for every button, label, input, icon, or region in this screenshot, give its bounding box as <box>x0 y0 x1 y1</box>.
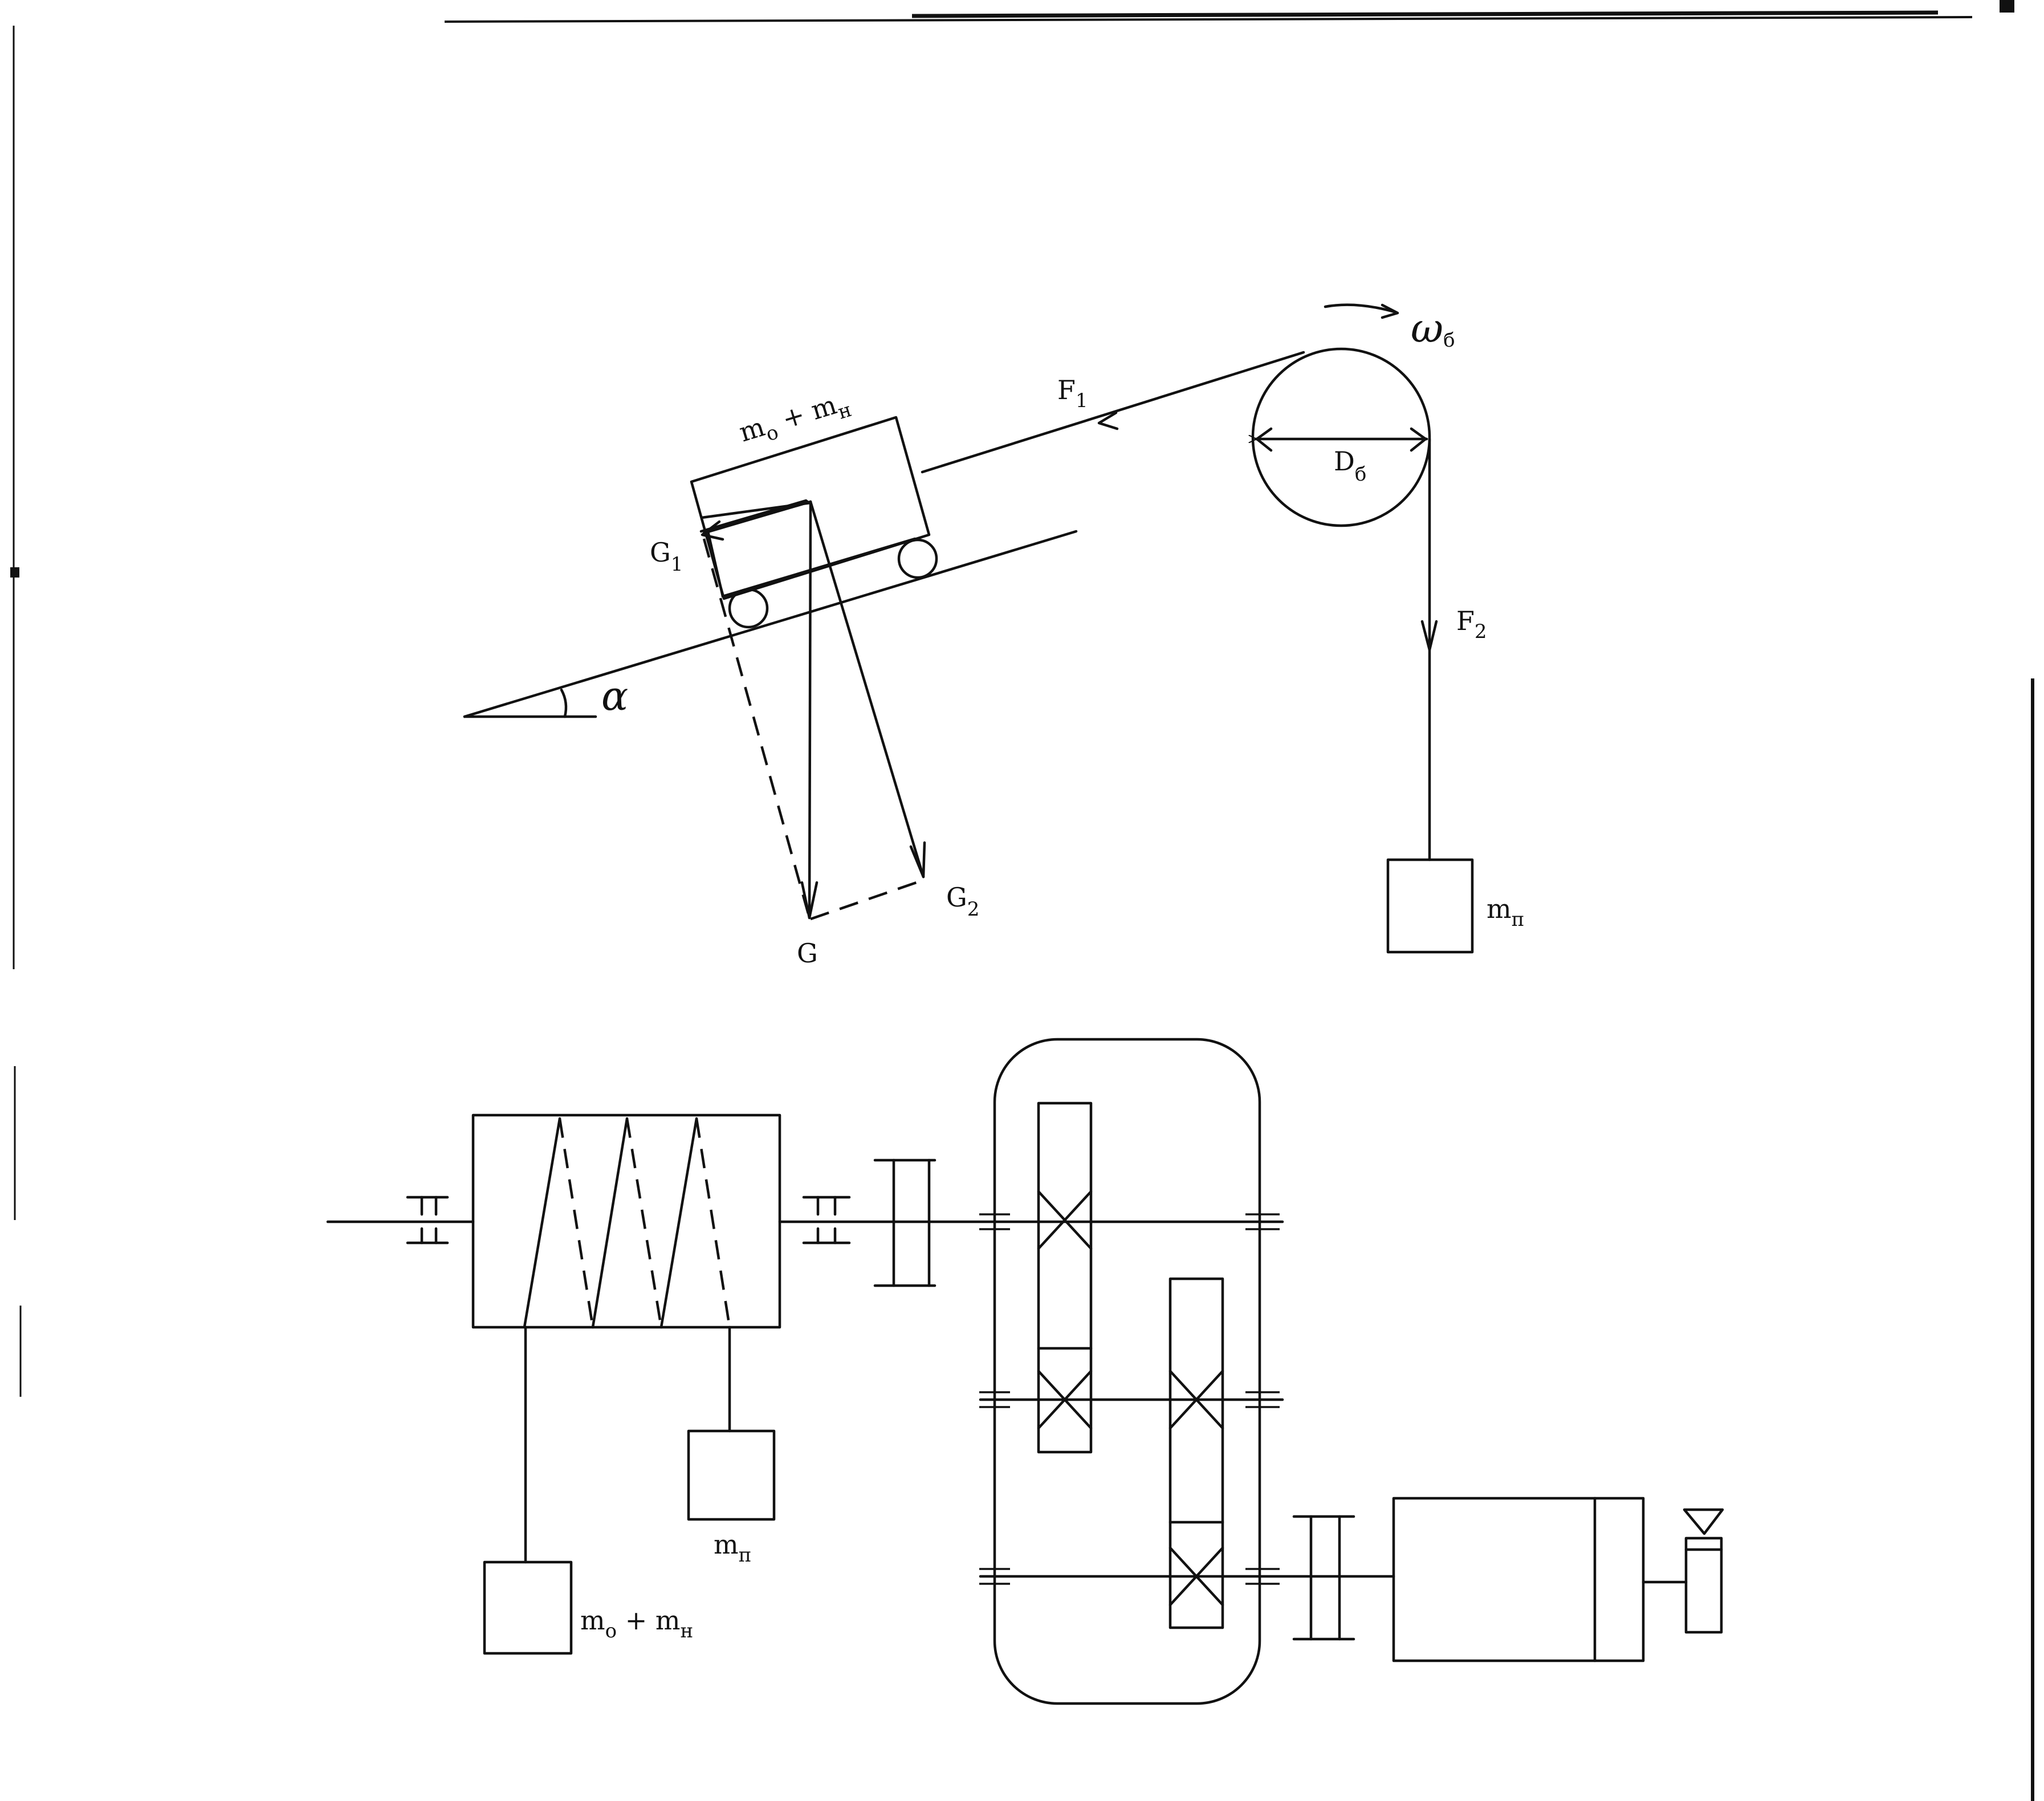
pulley-drum <box>1251 347 1431 527</box>
counterweight-label-bottom: mп <box>714 1529 751 1567</box>
gravity-vector-g <box>808 500 812 920</box>
parallelogram-dash-left <box>702 538 811 918</box>
cart-wheel-front <box>897 538 938 579</box>
cart-mass-label: mo + mн <box>735 385 854 453</box>
f1-arrow-tick <box>1097 411 1119 430</box>
g-label: G <box>797 938 818 969</box>
coupling-right <box>1292 1515 1355 1641</box>
angle-arc <box>560 688 568 718</box>
drum-rope-windings <box>523 1117 731 1329</box>
kinematic-scheme: mп mo + mн <box>326 1038 1724 1705</box>
force-vector-g1 <box>702 500 812 535</box>
rope-f1 <box>921 351 1305 474</box>
counterweight-label: mп <box>1487 893 1524 931</box>
alpha-label: α <box>601 673 628 719</box>
page-borders <box>10 0 2034 1801</box>
force-vector-g2 <box>809 500 925 879</box>
gear-pair-stage-2 <box>1168 1277 1224 1629</box>
g2-label: G2 <box>946 882 979 921</box>
counterweight-box <box>1386 858 1474 954</box>
counterweight-box-bottom <box>687 1429 776 1521</box>
omega-rotation-arrow <box>1324 303 1398 314</box>
g1-label: G1 <box>650 537 683 576</box>
gearbox-bearings <box>979 1213 1280 1585</box>
winch-drum <box>471 1113 781 1329</box>
f2-label: F2 <box>1456 605 1487 643</box>
f1-label: F1 <box>1057 375 1088 412</box>
bearing-right-of-drum <box>802 1196 851 1245</box>
cart-mass-box-bottom <box>483 1560 573 1655</box>
omega-label: ωб <box>1411 305 1455 352</box>
gear-pair-stage-1 <box>1037 1101 1093 1454</box>
bearing-left <box>406 1196 449 1245</box>
cart-mass-label-bottom: mo + mн <box>580 1605 693 1643</box>
coupling-left <box>873 1158 937 1287</box>
electric-motor <box>1392 1497 1645 1662</box>
cart-wheel-rear <box>728 588 769 629</box>
pulley-diameter-label: Dб <box>1334 446 1366 486</box>
f2-arrow-head <box>1420 620 1438 652</box>
cart-body <box>690 416 931 600</box>
parallelogram-dash-bottom <box>810 877 927 921</box>
brake <box>1683 1508 1724 1634</box>
inclined-plane-diagram: α mo + mн F1 Dб ωб <box>463 303 1524 969</box>
gearbox-housing <box>993 1038 1261 1705</box>
incline-surface <box>463 530 1078 718</box>
